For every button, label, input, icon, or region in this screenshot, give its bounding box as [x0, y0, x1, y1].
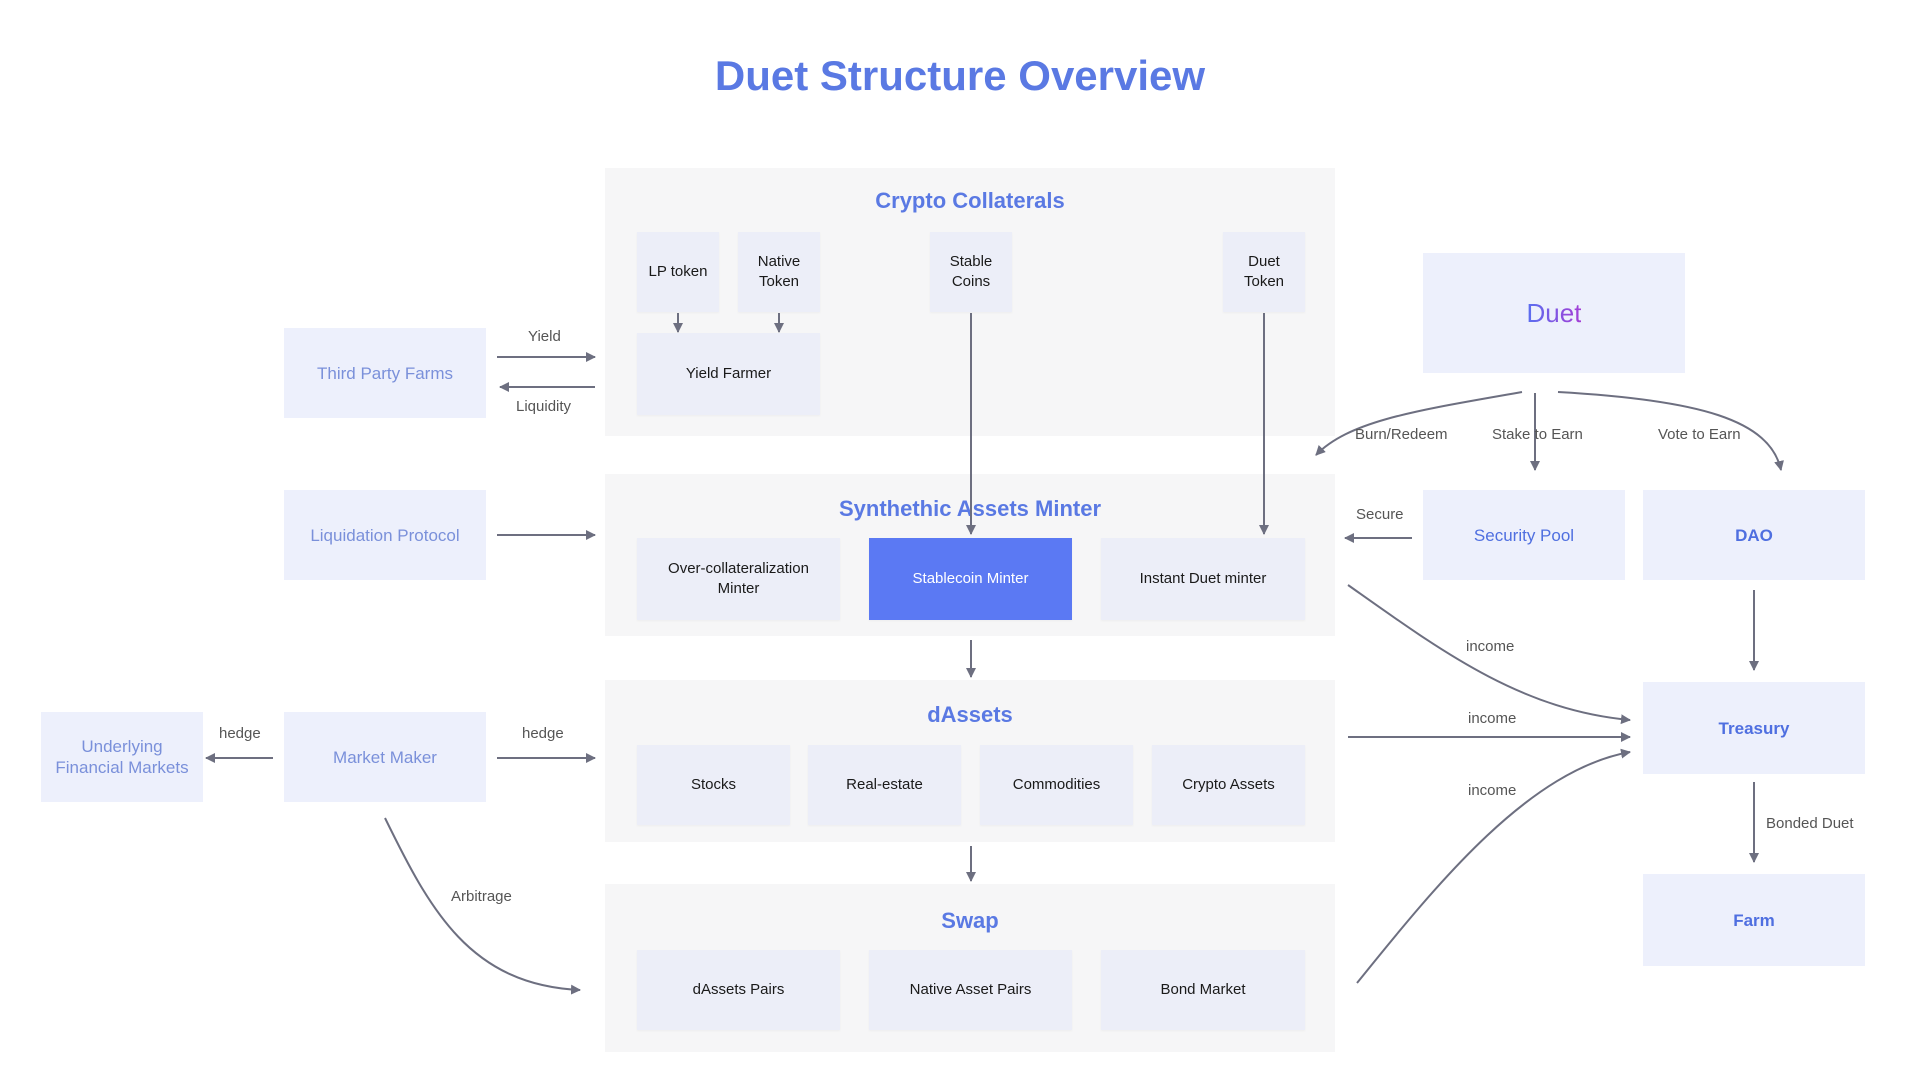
stablecoin-minter-card[interactable]: Stablecoin Minter — [869, 538, 1072, 620]
dao-box[interactable]: DAO — [1643, 490, 1865, 580]
underlying-financial-markets-box[interactable]: Underlying Financial Markets — [41, 712, 203, 802]
crypto-collaterals-title: Crypto Collaterals — [875, 188, 1065, 213]
swap-card-bond-market[interactable]: Bond Market — [1101, 950, 1305, 1030]
duet-token-card[interactable]: Duet Token — [1223, 232, 1305, 312]
page-title: Duet Structure Overview — [714, 52, 1206, 99]
native-token-card[interactable]: Native Token — [738, 232, 820, 312]
liquidation-protocol-box[interactable]: Liquidation Protocol — [284, 490, 486, 580]
label-income-1: income — [1466, 638, 1515, 655]
instant-duet-minter-card[interactable]: Instant Duet minter — [1101, 538, 1305, 620]
label-bonded-duet: Bonded Duet — [1766, 815, 1854, 832]
arrow-arbitrage — [384, 817, 581, 995]
arrow-income-3 — [1356, 748, 1631, 984]
farm-box[interactable]: Farm — [1643, 874, 1865, 966]
over-collateralization-minter-card[interactable]: Over-collateralization Minter — [637, 538, 840, 620]
yield-farmer-card[interactable]: Yield Farmer — [637, 333, 820, 415]
security-pool-box[interactable]: Security Pool — [1423, 490, 1625, 580]
label-hedge-right: hedge — [522, 725, 564, 742]
label-secure: Secure — [1356, 506, 1404, 523]
dassets-title: dAssets — [927, 702, 1013, 727]
swap-card-native-asset-pairs[interactable]: Native Asset Pairs — [869, 950, 1072, 1030]
label-burn-redeem: Burn/Redeem — [1355, 426, 1448, 443]
dasset-card-crypto-assets[interactable]: Crypto Assets — [1152, 745, 1305, 825]
arrow-income-1 — [1347, 584, 1631, 725]
label-yield: Yield — [528, 328, 561, 345]
dasset-card-stocks[interactable]: Stocks — [637, 745, 790, 825]
arrow-burn-redeem — [1315, 391, 1523, 456]
label-income-2: income — [1468, 710, 1517, 727]
label-income-3: income — [1468, 782, 1517, 799]
duet-box[interactable]: Duet — [1423, 253, 1685, 373]
label-hedge-left: hedge — [219, 725, 261, 742]
arrow-vote-to-earn — [1557, 391, 1784, 471]
treasury-box[interactable]: Treasury — [1643, 682, 1865, 774]
stable-coins-card[interactable]: Stable Coins — [930, 232, 1012, 312]
label-vote-to-earn: Vote to Earn — [1658, 426, 1741, 443]
third-party-farms-box[interactable]: Third Party Farms — [284, 328, 486, 418]
label-liquidity: Liquidity — [516, 398, 572, 415]
swap-card-dassets-pairs[interactable]: dAssets Pairs — [637, 950, 840, 1030]
lp-token-card[interactable]: LP token — [637, 232, 719, 312]
dasset-card-real-estate[interactable]: Real-estate — [808, 745, 961, 825]
swap-title: Swap — [941, 908, 999, 933]
market-maker-box[interactable]: Market Maker — [284, 712, 486, 802]
label-arbitrage: Arbitrage — [451, 888, 512, 905]
dasset-card-commodities[interactable]: Commodities — [980, 745, 1133, 825]
duet-label: Duet — [1526, 297, 1582, 328]
label-stake-to-earn: Stake to Earn — [1492, 426, 1583, 443]
